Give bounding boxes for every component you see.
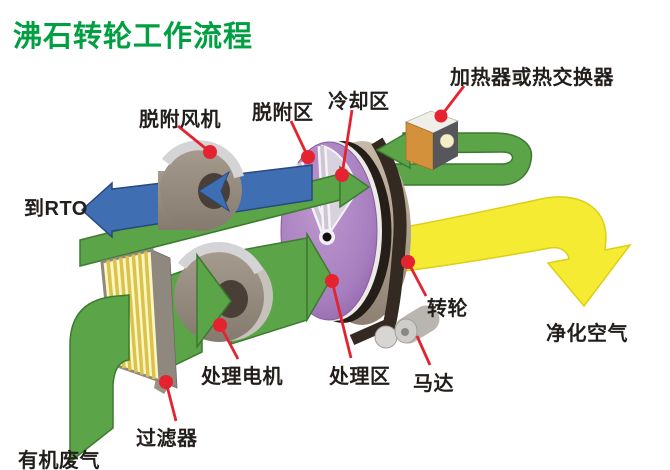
label-process-zone: 处理区 (329, 366, 391, 388)
belt-roller (374, 325, 398, 349)
motor-shaft (401, 328, 409, 336)
belt (371, 137, 407, 336)
label-rotor: 转轮 (427, 298, 468, 320)
inlet-pipe (69, 294, 130, 464)
label-filter: 过滤器 (136, 428, 198, 450)
label-to-rto: 到RTO (24, 198, 88, 220)
leader-dots (159, 109, 448, 389)
label-cooling-zone: 冷却区 (328, 91, 390, 113)
rotor-hub-dot (322, 232, 332, 242)
drive-assembly (349, 137, 440, 349)
label-motor: 马达 (413, 373, 454, 395)
heater-port (439, 133, 455, 149)
label-purified-air: 净化空气 (546, 323, 628, 345)
desorption-fan (158, 140, 244, 231)
label-desorption-fan: 脱附风机 (139, 109, 221, 131)
label-process-motor: 处理电机 (201, 366, 283, 388)
process-air-arrowhead (306, 231, 333, 323)
fan-blue-chevron (198, 170, 231, 213)
purified-air-arrow (404, 196, 632, 308)
label-heater: 加热器或热交换器 (450, 67, 614, 89)
page-title: 沸石转轮工作流程 (13, 21, 254, 53)
label-organic-waste: 有机废气 (18, 450, 100, 470)
label-desorption-zone: 脱附区 (252, 102, 314, 124)
process-motor-unit (174, 242, 273, 350)
